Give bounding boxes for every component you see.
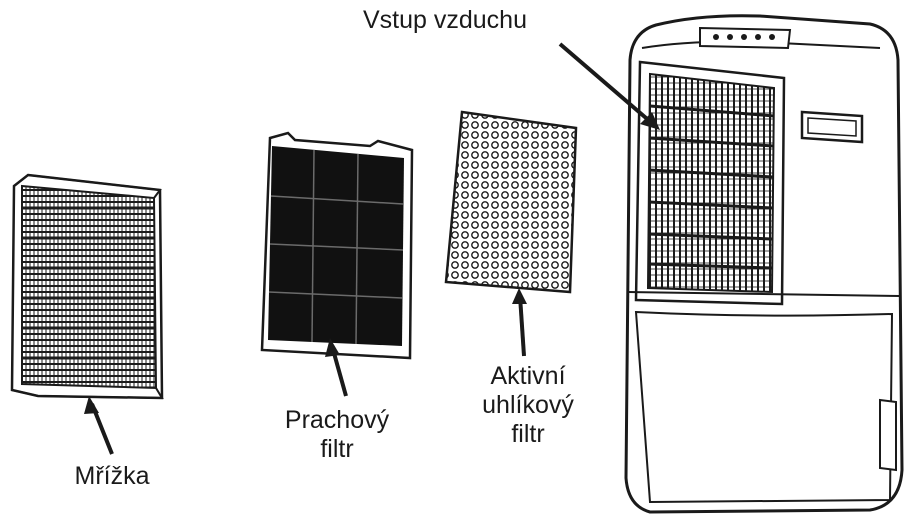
label-carbon-filter-line-2: uhlíkový [482,391,574,419]
label-carbon-filter: Aktivní uhlíkový filtr [468,362,588,449]
label-dust-filter-line-2: filtr [320,435,354,463]
carbon-filter-panel [444,110,578,294]
label-grille: Mřížka [52,462,172,491]
arrow-grille [84,396,114,455]
dust-filter-panel [260,131,414,360]
arrow-carbon-filter [512,288,527,357]
label-grille-text: Mřížka [74,462,150,490]
label-carbon-filter-line-1: Aktivní [490,362,566,390]
label-dust-filter: Prachový filtr [262,406,412,464]
grille-panel [10,173,164,400]
arrow-air-inlet [558,42,660,130]
dehumidifier-unit [624,14,904,514]
label-air-inlet: Vstup vzduchu [330,6,560,35]
arrow-dust-filter [325,338,348,397]
label-carbon-filter-line-3: filtr [511,420,545,448]
label-dust-filter-line-1: Prachový [284,406,390,434]
label-air-inlet-text: Vstup vzduchu [363,6,527,34]
